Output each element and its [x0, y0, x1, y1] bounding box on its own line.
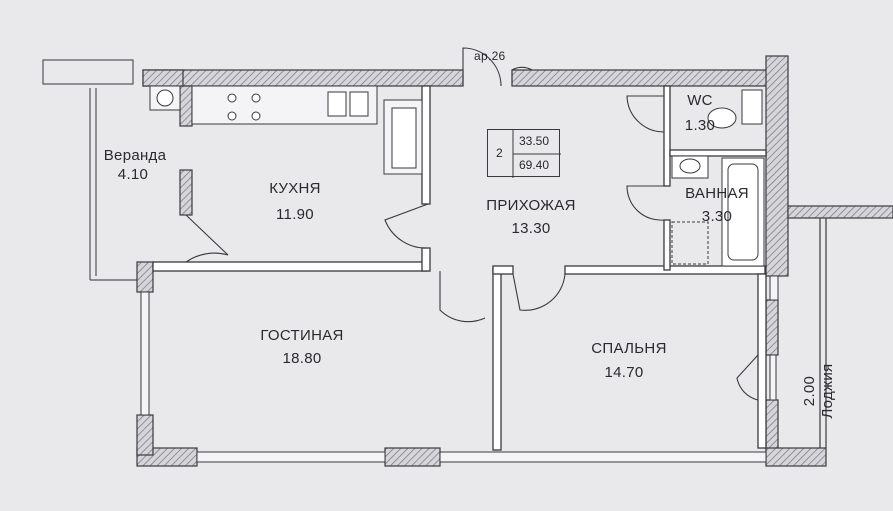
wc-name: WC [687, 92, 713, 109]
hallway-name: ПРИХОЖАЯ [486, 197, 576, 214]
toilet-icon [707, 89, 763, 129]
windows [140, 275, 779, 463]
sink-icon [327, 91, 369, 117]
stove-icon [227, 93, 261, 121]
wc-area: 1.30 [684, 117, 716, 134]
bedroom-name: СПАЛЬНЯ [591, 340, 667, 357]
living-area: 33.50 [519, 134, 550, 148]
veranda-name: Веранда [103, 147, 167, 164]
bathtub-icon [671, 157, 765, 267]
exterior-walls [136, 55, 827, 467]
door-swings [185, 47, 759, 401]
axis-label: ар.26 [474, 49, 506, 63]
loggia-area: 2.00 [801, 375, 818, 407]
veranda-outline [42, 59, 137, 281]
loggia-name: Лоджия [819, 363, 836, 419]
living-room-area: 18.80 [282, 350, 322, 367]
apartment-summary-box: 2 33.50 69.40 [487, 129, 561, 178]
summary-box-lines [512, 130, 561, 178]
loggia [787, 205, 893, 448]
bathroom-name: ВАННАЯ [685, 185, 749, 202]
bathroom-area: 3.30 [701, 208, 733, 225]
bedroom-area: 14.70 [604, 364, 644, 381]
hallway-area: 13.30 [511, 220, 551, 237]
kitchen-name: КУХНЯ [269, 180, 321, 197]
washbasin-icon [671, 155, 709, 179]
interior-walls [152, 85, 767, 451]
kitchen-area: 11.90 [276, 206, 314, 223]
total-area: 69.40 [519, 158, 550, 172]
veranda-area: 4.10 [117, 166, 149, 183]
living-room-name: ГОСТИНАЯ [260, 327, 344, 344]
rooms-count: 2 [496, 146, 503, 160]
